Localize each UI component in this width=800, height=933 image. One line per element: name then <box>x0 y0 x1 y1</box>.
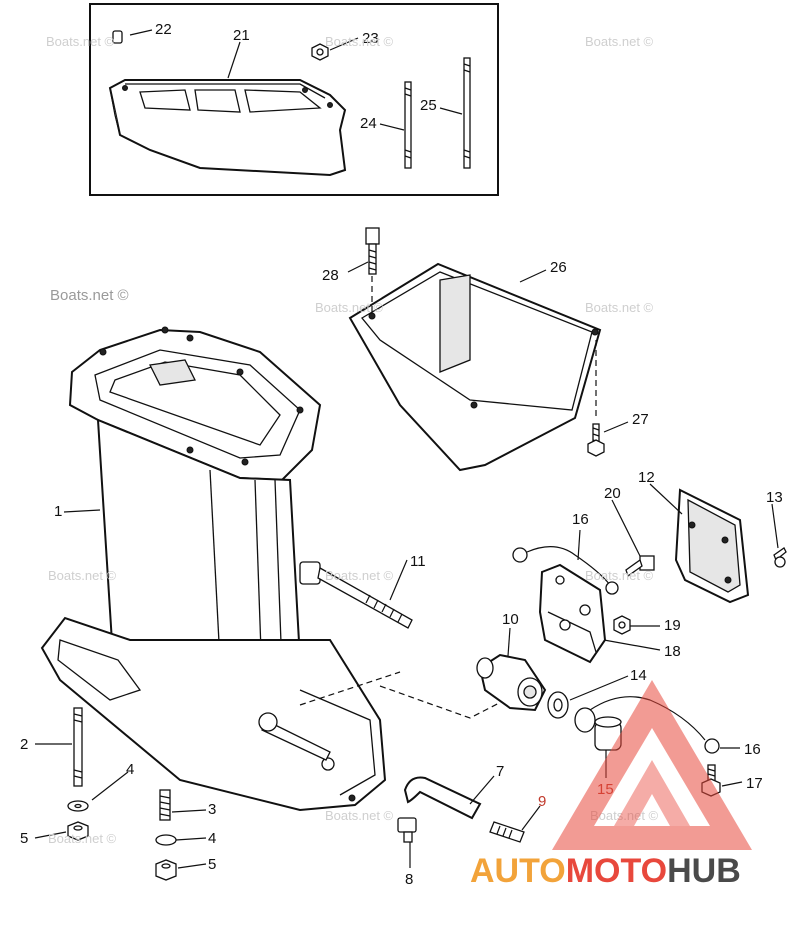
part-24-stud <box>404 81 412 169</box>
watermark-text: Boats.net © <box>585 34 654 49</box>
callout-28: 28 <box>322 267 339 284</box>
callout-1: 1 <box>54 503 62 520</box>
part-16-ground-strap-upper <box>512 546 619 595</box>
callout-13: 13 <box>766 489 783 506</box>
watermark-text: Boats.net © <box>48 831 117 846</box>
watermark-text: Boats.net © <box>50 287 129 304</box>
part-26-cover <box>348 262 602 472</box>
callout-20: 20 <box>604 485 621 502</box>
watermark-text: Boats.net © <box>46 34 115 49</box>
callout-16-lower: 16 <box>744 741 761 758</box>
part-22-dowel-pin <box>112 30 123 44</box>
callout-5a: 5 <box>20 830 28 847</box>
watermark-text: Boats.net © <box>325 34 394 49</box>
callout-23: 23 <box>362 30 379 47</box>
part-14-washer <box>547 691 569 719</box>
part-3-stud <box>159 789 171 821</box>
callout-26: 26 <box>550 259 567 276</box>
callout-7: 7 <box>496 763 504 780</box>
watermark-text: Boats.net © <box>590 808 659 823</box>
part-9-fitting <box>489 821 525 843</box>
part-21-plate <box>108 79 347 177</box>
logo-wordmark: AUTOMOTOHUB <box>470 852 741 890</box>
part-27-bolt <box>587 340 605 457</box>
logo-triangle-icon <box>552 680 752 850</box>
part-11-bolt <box>299 561 413 629</box>
part-23-nut <box>311 43 329 61</box>
watermarks: Boats.net © Boats.net © Boats.net © Boat… <box>46 34 659 846</box>
callout-3: 3 <box>208 801 216 818</box>
callout-10: 10 <box>502 611 519 628</box>
watermark-text: Boats.net © <box>48 568 117 583</box>
part-4-washer-b <box>155 834 177 846</box>
callout-2: 2 <box>20 736 28 753</box>
callout-18: 18 <box>664 643 681 660</box>
callout-11: 11 <box>410 553 426 570</box>
callout-25: 25 <box>420 97 437 114</box>
callout-21: 21 <box>233 27 250 44</box>
automotohub-logo: AUTOMOTOHUB <box>470 680 752 890</box>
part-4-washer-a <box>67 800 89 812</box>
watermark-text: Boats.net © <box>325 808 394 823</box>
watermark-text: Boats.net © <box>585 300 654 315</box>
part-10-mount <box>476 653 547 712</box>
part-15-anode <box>574 707 622 751</box>
inset-box <box>89 3 499 196</box>
callout-24: 24 <box>360 115 377 132</box>
part-12-plate <box>674 488 750 604</box>
callout-14: 14 <box>630 667 647 684</box>
part-8-fitting <box>397 817 417 843</box>
part-5-nut-b <box>155 859 177 881</box>
callout-17: 17 <box>746 775 763 792</box>
part-28-bolt <box>365 227 380 312</box>
watermark-text: Boats.net © <box>585 568 654 583</box>
part-1-driveshaft-housing <box>40 326 387 812</box>
callout-12: 12 <box>638 469 655 486</box>
part-25-stud <box>463 57 471 169</box>
part-13-screw <box>773 547 787 568</box>
callout-16-upper: 16 <box>572 511 589 528</box>
alignment-dashes <box>299 671 506 719</box>
callout-19: 19 <box>664 617 681 634</box>
watermark-text: Boats.net © <box>315 300 384 315</box>
callout-4b: 4 <box>208 830 216 847</box>
part-5-nut-a <box>67 821 89 841</box>
callout-8: 8 <box>405 871 413 888</box>
callout-27: 27 <box>632 411 649 428</box>
watermark-text: Boats.net © <box>325 568 394 583</box>
callout-5b: 5 <box>208 856 216 873</box>
part-7-hose <box>403 776 482 820</box>
leader-lines <box>34 29 779 869</box>
callout-9: 9 <box>538 793 546 810</box>
part-20-bolt <box>625 555 655 578</box>
callout-22: 22 <box>155 21 172 38</box>
part-18-bracket <box>538 563 607 664</box>
part-2-stud <box>73 707 83 787</box>
callout-4a: 4 <box>126 761 134 778</box>
part-19-nut <box>613 615 631 635</box>
